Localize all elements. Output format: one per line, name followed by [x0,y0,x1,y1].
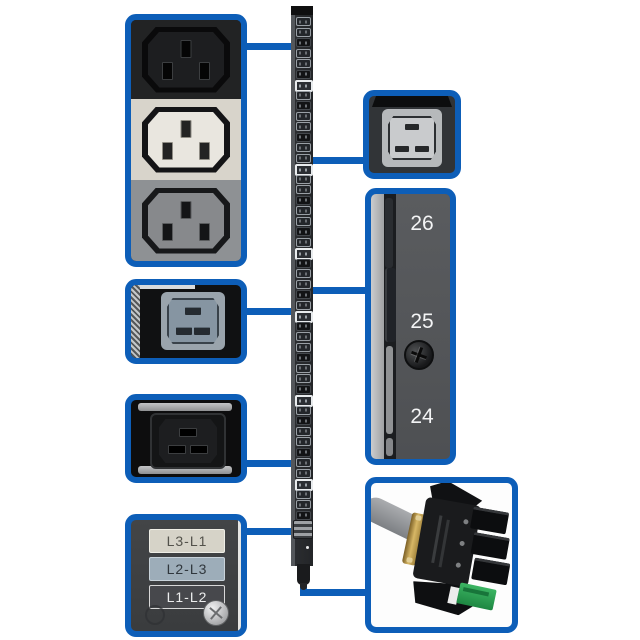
strip-outlet-icon-light [296,374,311,383]
strip-outlet-icon-light [296,153,311,163]
outlet-number-26: 26 [410,212,434,235]
strip-outlet-icon-light [296,27,311,37]
strip-outlet-icon-light [296,468,311,478]
strip-outlet-icon-light [296,17,311,26]
strip-outlet-icon-light [296,185,311,194]
strip-outlet-icon-dark [296,416,311,425]
channel-gasket [386,438,393,456]
pdu-strip-photo [291,6,313,566]
strip-outlet-icon-light [296,90,311,100]
leader-line-phase-labels [247,528,295,535]
strip-outlet-icon-dark [296,258,311,268]
screw-icon [306,546,309,549]
callout-outlet-numbering: 26 25 24 [365,188,456,465]
phase-label-l3-l1: L3-L1 [149,529,225,553]
c13-outlet-gray-icon [131,180,241,261]
strip-outlet-icon-dark [296,101,311,110]
strip-outlet-icon-light [296,300,311,310]
channel-gasket [386,346,393,434]
c19-outlet-gray-icon [161,292,225,350]
screw-icon [404,340,434,370]
highlight-edge [238,520,241,631]
leader-line-c13-group [247,43,292,50]
braided-sleeve-texture [131,285,140,358]
callout-c13-outlet-group [125,14,247,267]
strip-outlet-icon-light [296,437,311,446]
strip-outlet-icon-light [296,122,311,131]
outlet-recess [142,26,230,93]
strip-outlet-icon-light [296,405,311,415]
strip-outlet-icon-light [296,237,311,247]
outlet-number-25: 25 [410,310,434,333]
channel-trim [385,198,393,268]
c19-outlet-black-icon [150,413,226,469]
strip-outlet-icon-light [296,174,311,184]
strip-outlet-icon-light [296,269,311,278]
strip-outlet-icon-light [296,206,311,215]
strip-outlet-icon-dark [296,132,311,142]
leader-line-c19-left-gray [247,308,292,315]
strip-outlet-icon-dark [296,69,311,79]
strip-outlet-icon-dark [296,447,311,457]
leader-line-input-plug-horizontal [300,589,366,596]
pdu-strip-breaker-module [293,520,313,539]
strip-outlet-icon-light [296,426,311,436]
pdu-side-extrusion [371,194,384,459]
strip-outlet-icon-dark [296,195,311,205]
screw-icon [203,600,229,626]
callout-c19-outlet-left-black [125,394,247,483]
outlet-recess [142,106,230,173]
callout-input-plug [365,477,518,633]
strip-outlet-icon-dark [296,321,311,331]
strip-outlet-icon-light [296,216,311,226]
strip-outlet-icon-light [296,279,311,289]
outlet-recess [142,187,230,254]
callout-c19-outlet-top-right [363,90,461,179]
outlet-number-24: 24 [410,405,434,428]
strip-outlet-icon-light [296,143,311,152]
channel-breaker-lever [385,268,396,342]
c13-outlet-white-icon [131,99,241,180]
strip-outlet-icon-light [296,111,311,121]
strip-outlet-icon-light [296,489,311,499]
strip-outlet-icon-dark [296,227,311,236]
strip-outlet-icon-dark [296,384,311,394]
c13-outlet-black-icon [131,20,241,99]
leader-line-c19-top-right [313,157,364,164]
pdu-strip-cord-exit [297,564,310,590]
pdu-strip-top-cap [291,6,313,15]
mounting-rail-bottom [138,466,232,474]
mounting-rail-top [138,403,232,411]
strip-outlet-icon-light [296,48,311,58]
leader-line-outlet-numbering [313,287,366,294]
callout-phase-labels: L3-L1 L2-L3 L1-L2 [125,514,247,637]
strip-outlet-icon-light [296,458,311,467]
strip-outlet-icon-light [296,342,311,352]
recessed-hole-icon [145,605,165,625]
pdu-face-panel [396,194,450,459]
phase-label-l2-l3: L2-L3 [149,557,225,581]
strip-outlet-icon-dark [296,38,311,47]
strip-outlet-icon-light [296,59,311,68]
strip-outlet-icon-dark [296,353,311,362]
c19-outlet-gray-icon [382,109,442,167]
callout-c19-outlet-left-gray [125,279,247,364]
leader-line-c19-left-black [247,460,292,467]
strip-outlet-icon-dark [296,290,311,299]
housing-top-band [372,96,452,107]
phase-label-l1-l2: L1-L2 [149,585,225,609]
strip-outlet-icon-light [296,363,311,373]
highlight-edge [140,285,195,289]
strip-outlet-icon-light [296,332,311,341]
strip-outlet-icon-light [296,500,311,509]
strip-outlet-icon-dark [296,510,311,520]
